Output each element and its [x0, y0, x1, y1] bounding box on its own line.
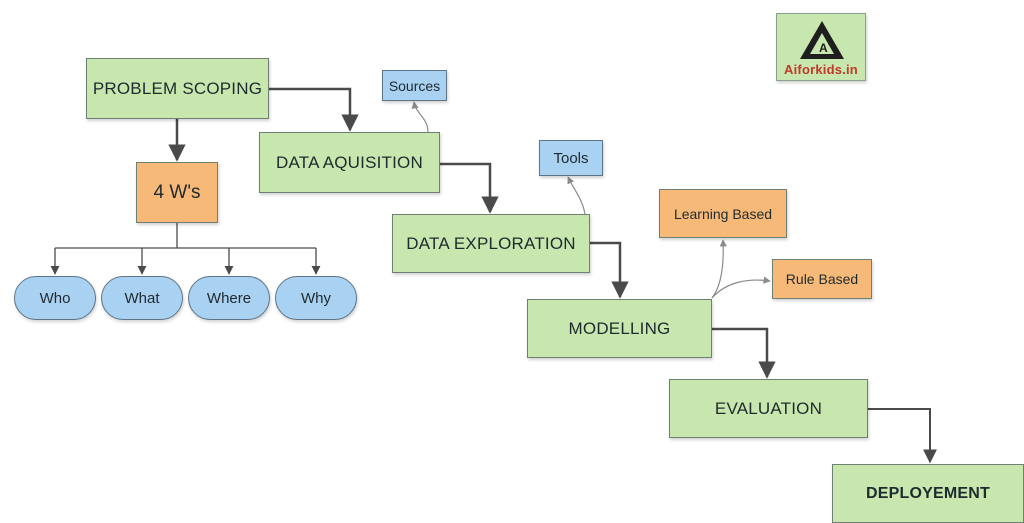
edge-modelling-to-evaluation: [711, 327, 776, 379]
svg-text:A: A: [819, 41, 828, 55]
edge-exploration-to-tools: [567, 176, 586, 215]
svg-text:I: I: [828, 38, 830, 47]
stage-data-aquisition: DATA AQUISITION: [259, 132, 440, 193]
edge-modelling-to-rule-based: [711, 276, 771, 299]
w-where: Where: [188, 276, 270, 320]
stage-data-exploration: DATA EXPLORATION: [392, 214, 590, 273]
note-sources: Sources: [382, 70, 447, 101]
stage-deployement: DEPLOYEMENT: [832, 464, 1024, 523]
edge-aquisition-to-sources: [411, 101, 429, 133]
stage-modelling: MODELLING: [527, 299, 712, 358]
ai-triangle-logo-icon: A I: [800, 21, 844, 59]
note-learning-based: Learning Based: [659, 189, 787, 238]
w-why: Why: [275, 276, 357, 320]
edge-scoping-to-aquisition: [268, 87, 359, 132]
aiforkids-logo: A I Aiforkids.in: [776, 13, 866, 81]
note-rule-based: Rule Based: [772, 259, 872, 299]
stage-evaluation: EVALUATION: [669, 379, 868, 438]
stage-problem-scoping: PROBLEM SCOPING: [86, 58, 269, 119]
w-what: What: [101, 276, 183, 320]
logo-text: Aiforkids.in: [784, 62, 858, 77]
edge-exploration-to-modelling: [589, 241, 629, 299]
edge-modelling-to-learning-based: [711, 239, 727, 299]
edge-evaluation-to-deployement: [867, 408, 937, 464]
w-who: Who: [14, 276, 96, 320]
edge-aquisition-to-exploration: [439, 162, 499, 214]
edge-4ws-branch: [55, 222, 316, 249]
note-tools: Tools: [539, 140, 603, 176]
four-ws-box: 4 W's: [136, 162, 218, 223]
